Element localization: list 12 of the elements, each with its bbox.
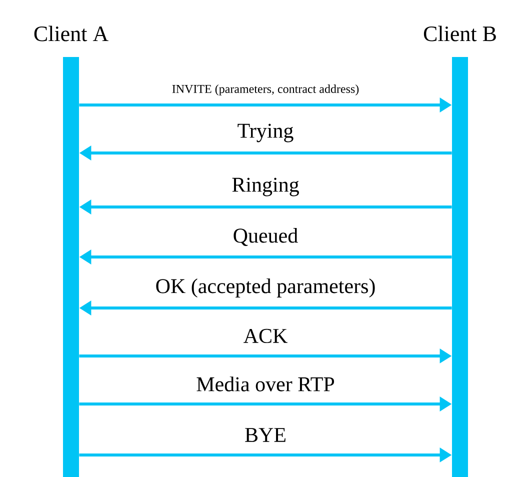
edge-label: Queued: [232, 227, 300, 247]
node-label: Client A: [34, 26, 108, 42]
edge-label: OK (accepted parameters): [154, 277, 377, 298]
edge-label: ACK: [242, 328, 289, 344]
edge-label: BYE: [244, 427, 288, 443]
edge-label: INVITE (parameters, contract address): [170, 84, 360, 96]
lifeline: Client B: [424, 26, 496, 477]
edge-label: Trying: [236, 122, 295, 144]
edge-label: Ringing: [230, 176, 300, 198]
edge-label: Media over RTP: [195, 376, 336, 392]
node-label: Client B: [424, 26, 496, 42]
lifeline: Client A: [34, 26, 108, 477]
